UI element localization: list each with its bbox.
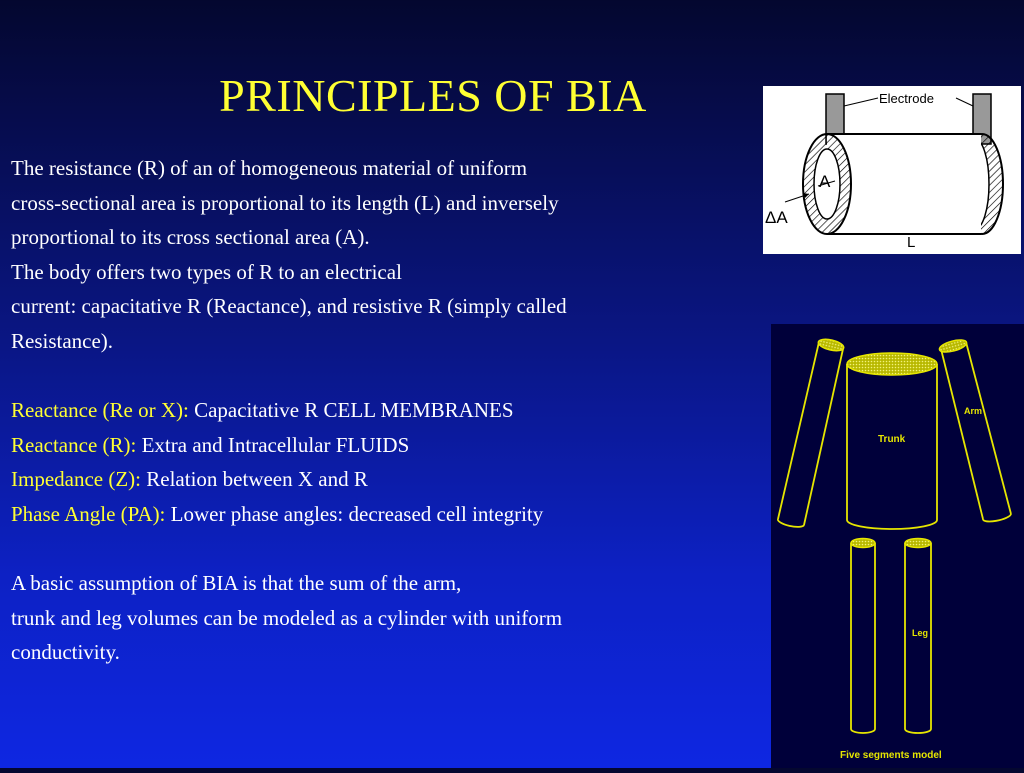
- electrode-cylinder-figure: Electrode A ΔA L: [763, 86, 1021, 254]
- leg-label: Leg: [912, 628, 928, 638]
- paragraph-line: trunk and leg volumes can be modeled as …: [11, 605, 563, 630]
- right-leg-cylinder: [904, 537, 932, 734]
- paragraph-line: The resistance (R) of an of homogeneous …: [11, 156, 528, 180]
- paragraph-line: current: capacitative R (Reactance), and…: [11, 294, 567, 319]
- arm-label: Arm: [964, 406, 982, 416]
- definition-impedance: Impedance (Z): Relation between X and R: [11, 462, 771, 497]
- length-label: L: [907, 234, 915, 251]
- spacer: [11, 359, 771, 394]
- definition-term: Phase Angle (PA):: [11, 501, 166, 526]
- definition-term: Impedance (Z):: [11, 467, 142, 492]
- trunk-label: Trunk: [878, 434, 906, 445]
- definition-text: Lower phase angles: decreased cell integ…: [165, 501, 544, 526]
- definition-reactance-x: Reactance (Re or X): Capacitative R CELL…: [11, 393, 771, 428]
- five-segments-diagram: Trunk Arm Leg Five segments model: [777, 338, 1012, 761]
- paragraph-line: A basic assumption of BIA is that the su…: [11, 571, 462, 596]
- body-text: The resistance (R) of an of homogeneous …: [11, 151, 771, 670]
- area-label: A: [819, 172, 831, 191]
- definition-text: Capacitative R CELL MEMBRANES: [188, 398, 514, 423]
- paragraph-line: proportional to its cross sectional area…: [11, 225, 370, 250]
- paragraph-line: conductivity.: [11, 640, 120, 665]
- definition-reactance-r: Reactance (R): Extra and Intracellular F…: [11, 428, 771, 463]
- definition-term: Reactance (Re or X):: [11, 398, 189, 423]
- electrode-label: Electrode: [879, 91, 934, 106]
- figure-caption: Five segments model: [840, 750, 942, 761]
- trunk-cylinder: [846, 352, 938, 530]
- paragraph-line: Resistance).: [11, 328, 114, 353]
- slide-title: PRINCIPLES OF BIA: [219, 70, 647, 121]
- paragraph-line: The body offers two types of R to an ele…: [11, 259, 402, 284]
- electrode-cylinder-diagram: Electrode A ΔA L: [765, 91, 1004, 251]
- definition-term: Reactance (R):: [11, 432, 137, 457]
- definition-phase-angle: Phase Angle (PA): Lower phase angles: de…: [11, 497, 771, 532]
- delta-area-label: ΔA: [765, 208, 788, 227]
- left-arm-cylinder: [777, 338, 845, 528]
- cross-section-area: [813, 148, 841, 220]
- paragraph-line: cross-sectional area is proportional to …: [11, 190, 559, 215]
- definition-text: Extra and Intracellular FLUIDS: [136, 432, 410, 457]
- five-segments-figure: Trunk Arm Leg Five segments model: [771, 324, 1024, 768]
- left-leg-cylinder: [850, 537, 876, 734]
- definition-text: Relation between X and R: [141, 467, 368, 492]
- right-arm-cylinder: [938, 339, 1012, 523]
- spacer: [11, 532, 771, 567]
